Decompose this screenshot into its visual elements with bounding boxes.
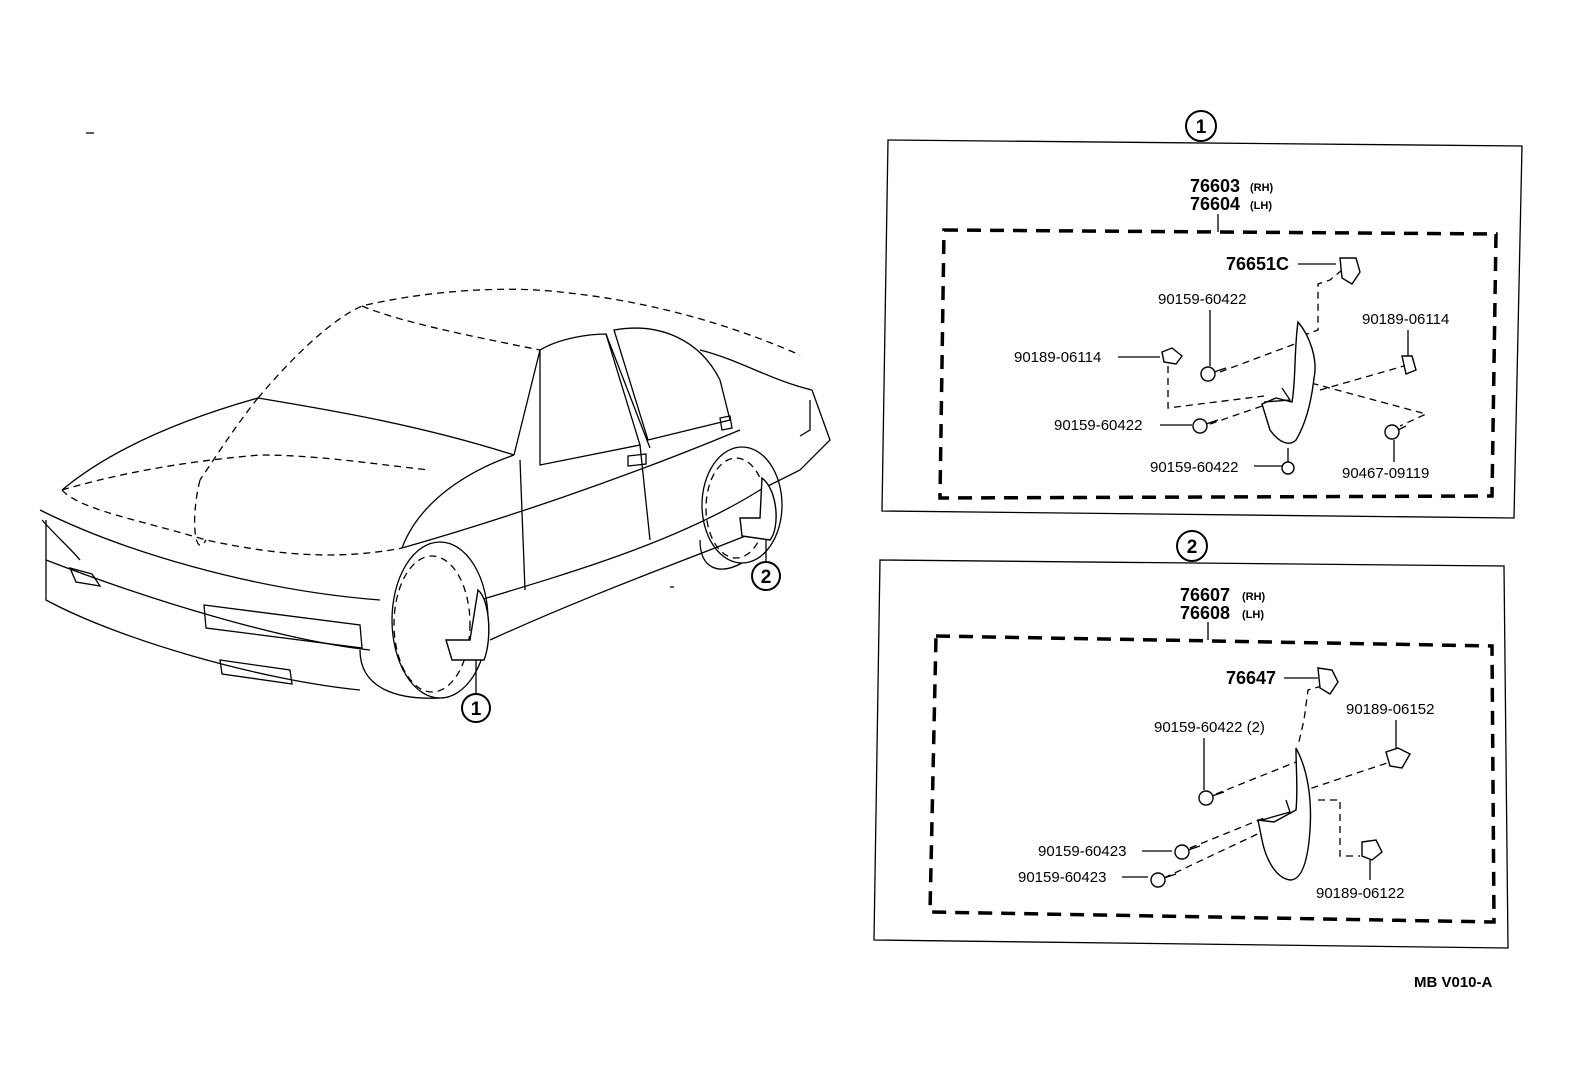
panel-1-nut-right-icon xyxy=(1401,355,1417,375)
panel-1-circle-label: 1 xyxy=(1196,117,1207,138)
panel-2-frame xyxy=(873,559,1509,949)
panel-2-nut-lower-right-icon xyxy=(1361,839,1383,861)
panel-1-part-screw-upper: 90159-60422 xyxy=(1158,291,1246,308)
panel-2-assembly-box xyxy=(928,634,1496,924)
panel-1-nut-left-icon xyxy=(1161,347,1183,365)
panel-1-assembly-rh: 76603 xyxy=(1190,176,1240,196)
panel-2-screw-upper-icon xyxy=(1198,790,1214,806)
svg-text:(RH): (RH) xyxy=(1250,182,1274,194)
panel-1-screw-lower-icon xyxy=(1281,461,1295,475)
panel-1-part-clip-right: 90467-09119 xyxy=(1342,465,1429,482)
panel-1-part-clip-top: 76651C xyxy=(1226,254,1289,274)
panel-2-part-screw-mid: 90159-60423 xyxy=(1038,843,1126,860)
panel-2-clip-top-icon xyxy=(1317,667,1339,695)
figure-code: MB V010-A xyxy=(1414,974,1493,991)
panel-2-nut-upper-right-icon xyxy=(1385,747,1411,769)
panel-2-part-nut-lower-right: 90189-06122 xyxy=(1316,885,1404,902)
panel-2-part-screw-lower: 90159-60423 xyxy=(1018,869,1106,886)
svg-text:(LH): (LH) xyxy=(1250,200,1272,212)
panel-1-part-nut-left: 90189-06114 xyxy=(1014,349,1101,366)
car-illustration xyxy=(39,288,831,699)
panel-1-part-screw-mid: 90159-60422 xyxy=(1054,417,1142,434)
svg-text:1: 1 xyxy=(471,699,482,720)
panel-2-screw-mid-icon xyxy=(1174,844,1190,860)
car-callout-rear: 2 xyxy=(751,561,781,591)
panel-2-mud-flap xyxy=(1257,747,1312,881)
panel-1-assembly-box xyxy=(938,228,1498,500)
car-callout-front: 1 xyxy=(461,693,491,723)
panel-2-part-nut-upper-right: 90189-06152 xyxy=(1346,701,1434,718)
panel-1-frame xyxy=(881,139,1523,519)
svg-text:2: 2 xyxy=(761,567,772,588)
svg-text:(LH): (LH) xyxy=(1242,609,1264,621)
panel-2-part-screw-upper: 90159-60422 (2) xyxy=(1154,719,1265,736)
svg-text:(RH): (RH) xyxy=(1242,591,1266,603)
panel-2-assembly-rh: 76607 xyxy=(1180,585,1230,605)
panel-1-clip-right-icon xyxy=(1384,424,1400,440)
panel-2-part-clip-top: 76647 xyxy=(1226,668,1276,688)
panel-1: 1 76603 (RH) 76604 (LH) 76651C 90159-604… xyxy=(881,110,1523,519)
panel-1-screw-mid-icon xyxy=(1192,418,1208,434)
panel-2-circle-label: 2 xyxy=(1187,537,1198,558)
panel-1-part-nut-right: 90189-06114 xyxy=(1362,311,1449,328)
panel-2-assembly-lh: 76608 xyxy=(1180,603,1230,623)
panel-1-screw-upper-icon xyxy=(1200,366,1216,382)
panel-2: 2 76607 (RH) 76608 (LH) 76647 90159-6042… xyxy=(873,530,1509,949)
panel-2-screw-lower-icon xyxy=(1150,872,1166,888)
panel-1-mud-flap xyxy=(1261,320,1316,444)
panel-1-part-screw-lower: 90159-60422 xyxy=(1150,459,1238,476)
panel-1-assembly-lh: 76604 xyxy=(1190,194,1240,214)
panel-1-clip-top-icon xyxy=(1339,257,1361,285)
